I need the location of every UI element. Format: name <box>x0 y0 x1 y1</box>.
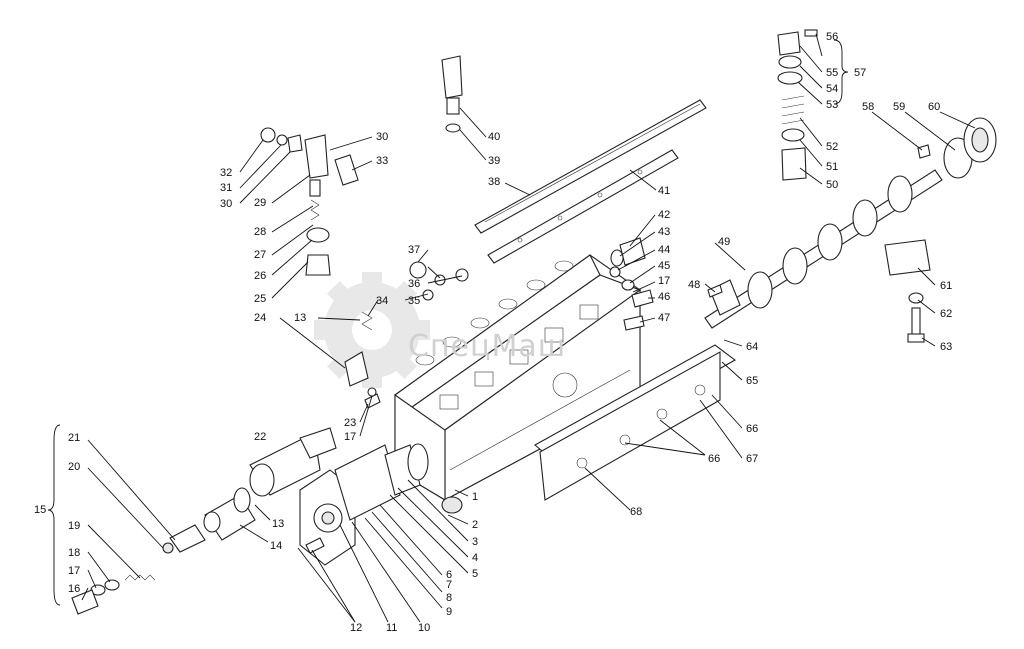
callout-2: 2 <box>472 519 478 531</box>
callout-15: 15 <box>34 504 46 516</box>
callout-43: 43 <box>658 226 670 238</box>
callout-63: 63 <box>940 341 952 353</box>
callout-10: 10 <box>418 622 430 634</box>
callout-40: 40 <box>488 131 500 143</box>
bearings-58-60 <box>917 117 997 179</box>
callout-24: 24 <box>254 312 266 324</box>
callout-50: 50 <box>826 179 838 191</box>
callout-51: 51 <box>826 161 838 173</box>
callout-5: 5 <box>472 568 478 580</box>
callout-14: 14 <box>270 540 282 552</box>
callout-3: 3 <box>472 536 478 548</box>
callout-7: 7 <box>446 579 452 591</box>
callout-21: 21 <box>68 432 80 444</box>
pump-housing <box>394 254 642 501</box>
callout-6: 6 <box>446 569 452 581</box>
callout-44: 44 <box>658 244 670 256</box>
callout-37: 37 <box>408 244 420 256</box>
callout-29: 29 <box>254 197 266 209</box>
callout-19: 19 <box>68 520 80 532</box>
callout-4: 4 <box>472 552 478 564</box>
callout-27: 27 <box>254 249 266 261</box>
callout-17-mid: 17 <box>344 431 356 443</box>
bracket-61-63 <box>884 239 931 343</box>
coupling-parts <box>203 427 337 541</box>
callout-65: 65 <box>746 375 758 387</box>
watermark-text: СпецМаш <box>408 329 566 364</box>
callout-46: 46 <box>658 291 670 303</box>
callout-34: 34 <box>376 295 388 307</box>
fitting-40 <box>441 55 463 133</box>
callout-36: 36 <box>408 278 420 290</box>
callout-30-left: 30 <box>220 198 232 210</box>
callout-56: 56 <box>826 31 838 43</box>
callout-labels: 1 2 3 4 5 6 7 8 9 10 11 12 13 13 14 15 1… <box>34 31 952 634</box>
small-bolts <box>305 284 723 554</box>
callout-25: 25 <box>254 293 266 305</box>
callout-23: 23 <box>344 417 356 429</box>
callout-39: 39 <box>488 155 500 167</box>
callout-52: 52 <box>826 141 838 153</box>
callout-30-right: 30 <box>376 131 388 143</box>
callout-28: 28 <box>254 226 266 238</box>
callout-20: 20 <box>68 461 80 473</box>
callout-35: 35 <box>408 295 420 307</box>
callout-61: 61 <box>940 280 952 292</box>
control-rod-41 <box>487 149 679 264</box>
cover-plate-64-68 <box>534 344 737 501</box>
callout-59: 59 <box>893 101 905 113</box>
callout-17-right: 17 <box>658 275 670 287</box>
control-rack-38 <box>474 99 707 234</box>
callout-67: 67 <box>746 453 758 465</box>
callout-57: 57 <box>854 67 866 79</box>
plunger-assembly-15 <box>71 524 206 615</box>
small-parts-34-37 <box>361 261 469 331</box>
callout-48: 48 <box>688 279 700 291</box>
callout-66-lower: 66 <box>708 453 720 465</box>
callout-45: 45 <box>658 260 670 272</box>
callout-41: 41 <box>658 185 670 197</box>
callout-38: 38 <box>488 176 500 188</box>
callout-18: 18 <box>68 547 80 559</box>
callout-13-lower: 13 <box>272 518 284 530</box>
callout-32: 32 <box>220 167 232 179</box>
callout-12: 12 <box>350 622 362 634</box>
callout-8: 8 <box>446 592 452 604</box>
callout-17-left: 17 <box>68 565 80 577</box>
callout-26: 26 <box>254 270 266 282</box>
callout-9: 9 <box>446 606 452 618</box>
callout-1: 1 <box>472 491 478 503</box>
callout-22: 22 <box>254 431 266 443</box>
fittings-42-47 <box>609 237 654 331</box>
watermark-gear-icon <box>314 272 430 388</box>
callout-64: 64 <box>746 341 758 353</box>
callout-47: 47 <box>658 312 670 324</box>
callout-62: 62 <box>940 308 952 320</box>
callout-13-top: 13 <box>294 312 306 324</box>
callout-53: 53 <box>826 99 838 111</box>
leader-lines <box>47 33 976 623</box>
callout-49: 49 <box>718 236 730 248</box>
callout-42: 42 <box>658 209 670 221</box>
callout-68: 68 <box>630 506 642 518</box>
callout-16: 16 <box>68 583 80 595</box>
callout-55: 55 <box>826 67 838 79</box>
callout-54: 54 <box>826 83 838 95</box>
callout-66-right: 66 <box>746 423 758 435</box>
valve-stack-50-57 <box>777 29 818 181</box>
camshaft-49 <box>704 169 943 329</box>
callout-60: 60 <box>928 101 940 113</box>
callout-11: 11 <box>386 622 397 634</box>
valve-assembly-left <box>260 127 369 387</box>
callout-33: 33 <box>376 155 388 167</box>
callout-31: 31 <box>220 182 232 194</box>
callout-58: 58 <box>862 101 874 113</box>
